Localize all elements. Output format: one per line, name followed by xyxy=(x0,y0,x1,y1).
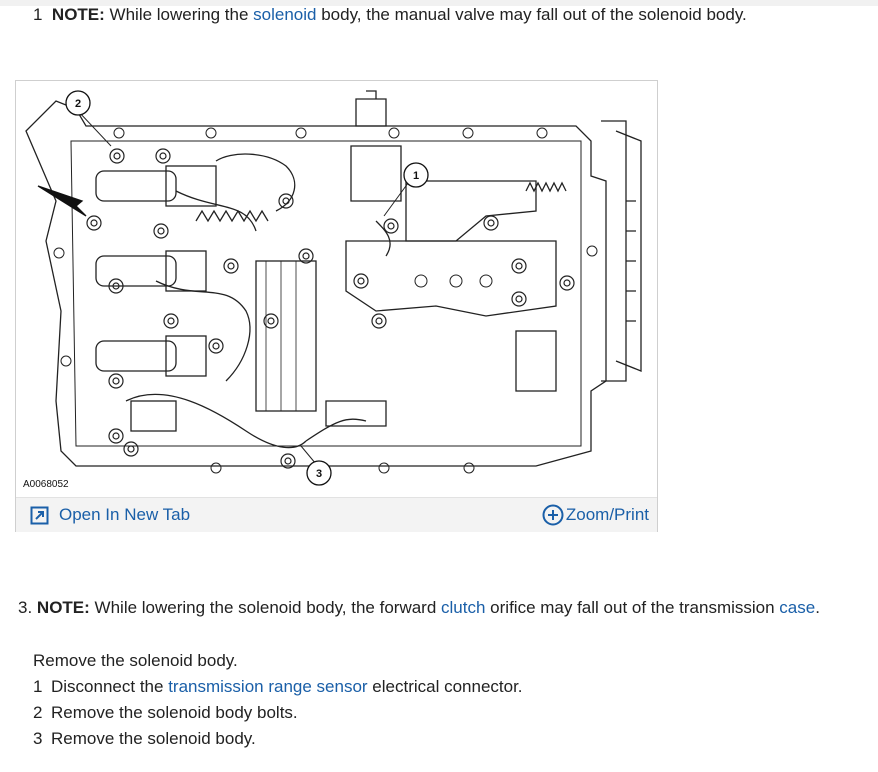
clutch-link[interactable]: clutch xyxy=(441,598,486,617)
open-in-new-tab-button[interactable]: Open In New Tab xyxy=(30,505,190,525)
plus-circle-icon xyxy=(542,504,564,526)
procedure-item: 3 Remove the solenoid body. xyxy=(33,729,256,749)
transmission-range-sensor-link[interactable]: transmission range sensor xyxy=(168,677,368,696)
top-note-number: 1 xyxy=(33,5,43,24)
procedure-item-text: Disconnect the xyxy=(51,677,169,696)
procedure-item-text-after: electrical connector. xyxy=(367,677,523,696)
procedure-item: 2 Remove the solenoid body bolts. xyxy=(33,703,298,723)
top-note-text-after: body, the manual valve may fall out of t… xyxy=(316,5,747,24)
step-3-text-after: . xyxy=(815,598,820,617)
procedure-item-number: 1 xyxy=(33,677,43,696)
step-3-label: NOTE: xyxy=(36,598,90,617)
solenoid-body-diagram: 2 1 3 xyxy=(25,90,642,486)
step-3-number: 3. xyxy=(18,598,33,617)
procedure-item-text: Remove the solenoid body. xyxy=(51,729,256,748)
top-divider xyxy=(0,0,878,6)
procedure-item: 1 Disconnect the transmission range senso… xyxy=(33,677,523,697)
figure-panel: 2 1 3 A0068052 Open In New Tab Zoom/Prin… xyxy=(15,80,658,532)
top-note-text-before: While lowering the xyxy=(104,5,254,24)
solenoid-link[interactable]: solenoid xyxy=(253,5,317,24)
step-3-text-mid: orifice may fall out of the transmission xyxy=(485,598,780,617)
open-in-new-tab-icon xyxy=(30,506,49,524)
procedure-item-number: 3 xyxy=(33,729,43,748)
figure-id: A0068052 xyxy=(23,479,69,490)
open-in-new-tab-label: Open In New Tab xyxy=(59,505,191,524)
callout-1-circle xyxy=(403,162,429,188)
top-note: 1 NOTE: While lowering the solenoid body… xyxy=(33,5,747,25)
callout-3: 3 xyxy=(316,468,322,480)
top-note-label: NOTE: xyxy=(51,5,105,24)
callout-1: 1 xyxy=(413,170,419,182)
callout-3-circle xyxy=(306,460,332,486)
zoom-print-button[interactable]: Zoom/Print xyxy=(542,504,649,526)
procedure-item-text: Remove the solenoid body bolts. xyxy=(51,703,298,722)
step-3-text-before: While lowering the solenoid body, the fo… xyxy=(89,598,442,617)
procedure-item-number: 2 xyxy=(33,703,43,722)
step-3-note: 3. NOTE: While lowering the solenoid bod… xyxy=(18,598,820,618)
callout-2-circle xyxy=(65,90,91,116)
figure-toolbar: Open In New Tab Zoom/Print xyxy=(16,497,657,532)
zoom-print-label: Zoom/Print xyxy=(565,505,649,524)
callout-2: 2 xyxy=(75,98,81,110)
case-link[interactable]: case xyxy=(779,598,816,617)
procedure-intro: Remove the solenoid body. xyxy=(33,651,238,670)
